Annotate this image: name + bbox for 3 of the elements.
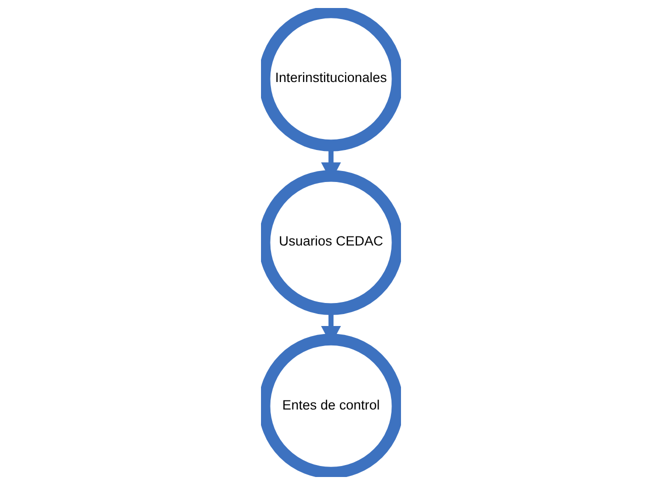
node-circle: Usuarios CEDAC bbox=[261, 170, 401, 316]
node-circle: Interinstitucionales bbox=[261, 8, 401, 152]
node-circle: Entes de control bbox=[261, 334, 401, 477]
